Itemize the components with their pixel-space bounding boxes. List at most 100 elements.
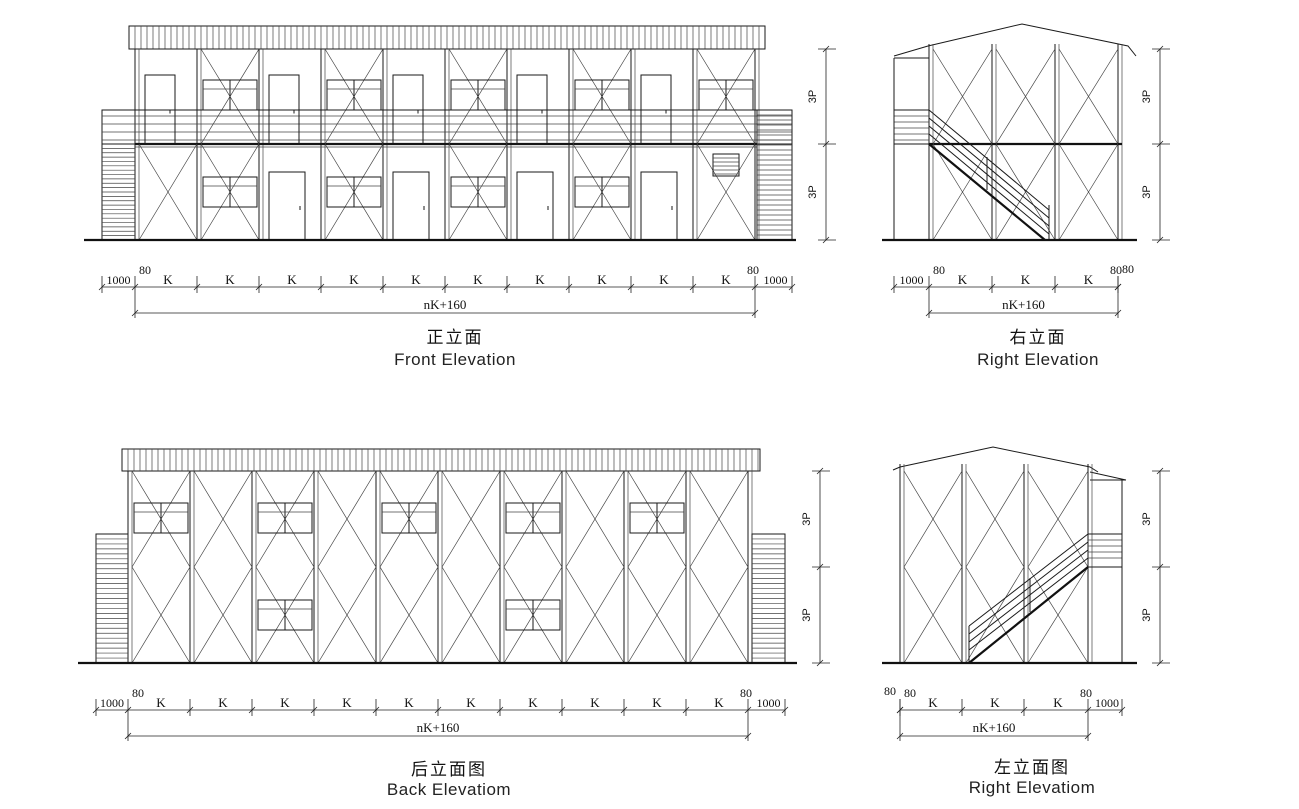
dimension-tick xyxy=(1084,706,1092,714)
bay-width-label: K xyxy=(342,695,352,710)
dimension-tick xyxy=(565,283,573,291)
dimension-tick xyxy=(248,706,256,714)
right-top-title-cn: 右立面 xyxy=(1010,328,1067,348)
post-width-label: 80 xyxy=(1122,262,1134,276)
dimension-tick xyxy=(925,283,933,291)
dimension-tick xyxy=(822,45,830,53)
balcony-railing xyxy=(101,109,793,145)
bay-width-label: K xyxy=(652,695,662,710)
dimension-tick xyxy=(816,467,824,475)
dimension-tick xyxy=(503,283,511,291)
right-bottom-title-en: Right Elevatiom xyxy=(969,778,1096,797)
bay-width-label: K xyxy=(928,695,938,710)
dimension-tick xyxy=(1156,45,1164,53)
dimension-tick xyxy=(131,283,139,291)
bay-width-label: K xyxy=(990,695,1000,710)
bay-width-label: K xyxy=(1021,272,1031,287)
cross-brace xyxy=(1058,48,1119,145)
cross-brace xyxy=(965,566,1025,664)
dimension-tick xyxy=(925,309,933,317)
door xyxy=(392,74,424,145)
dimension-tick xyxy=(1084,732,1092,740)
stair-stringer xyxy=(928,143,1046,241)
stair-stringer xyxy=(968,549,1089,643)
cross-brace xyxy=(627,566,687,664)
post-width-label: 80 xyxy=(740,686,752,700)
cross-brace xyxy=(995,143,1056,241)
post-width-label: 80 xyxy=(884,684,896,698)
roof-fascia xyxy=(121,448,761,472)
cross-brace xyxy=(689,566,749,664)
cross-brace xyxy=(441,566,501,664)
front-title-cn: 正立面 xyxy=(427,328,484,348)
cross-brace xyxy=(131,566,191,664)
dimension-tick xyxy=(1156,236,1164,244)
total-length-label: nK+160 xyxy=(1002,297,1045,312)
dimension-tick xyxy=(434,706,442,714)
dimension-tick xyxy=(92,706,100,714)
stair-stringer xyxy=(928,125,1050,227)
bay-width-label: K xyxy=(528,695,538,710)
stair-stringer xyxy=(968,566,1089,664)
total-length-label: nK+160 xyxy=(417,720,460,735)
cross-brace xyxy=(965,470,1025,568)
post-width-label: 80 xyxy=(1080,686,1092,700)
stair-stringer xyxy=(968,533,1089,627)
front-title-en: Front Elevation xyxy=(394,350,516,369)
dimension-tick xyxy=(310,706,318,714)
bay-width-label: K xyxy=(225,272,235,287)
cross-brace xyxy=(565,566,625,664)
stair-width-label: 1000 xyxy=(764,273,788,287)
cross-brace xyxy=(689,470,749,568)
bay-width-label: K xyxy=(473,272,483,287)
storey-height-label: 3P xyxy=(807,90,819,103)
post-width-label: 80 xyxy=(747,263,759,277)
cross-brace xyxy=(903,566,963,664)
cross-brace xyxy=(932,143,993,241)
bay-width-label: K xyxy=(590,695,600,710)
dimension-tick xyxy=(1118,706,1126,714)
bay-width-label: K xyxy=(1084,272,1094,287)
storey-height-label: 3P xyxy=(1141,608,1153,621)
cross-brace xyxy=(379,566,439,664)
dimension-tick xyxy=(317,283,325,291)
storey-height-label: 3P xyxy=(807,185,819,198)
bay-width-label: K xyxy=(958,272,968,287)
dimension-tick xyxy=(896,732,904,740)
dimension-tick xyxy=(1156,467,1164,475)
stair-stringer xyxy=(928,109,1050,211)
dimension-tick xyxy=(988,283,996,291)
dimension-tick xyxy=(1114,283,1122,291)
back-title-cn: 后立面图 xyxy=(411,760,487,780)
post-width-label: 80 xyxy=(1110,263,1122,277)
gable-roof xyxy=(892,446,1099,473)
canopy xyxy=(1089,471,1127,481)
bay-width-label: K xyxy=(535,272,545,287)
dimension-tick xyxy=(1020,706,1028,714)
dimension-tick xyxy=(379,283,387,291)
bay-width-label: K xyxy=(411,272,421,287)
stair-width-label: 1000 xyxy=(100,696,124,710)
post-width-label: 80 xyxy=(904,686,916,700)
right-bottom-title-cn: 左立面图 xyxy=(994,758,1070,778)
dimension-tick xyxy=(890,283,898,291)
stair-stringer xyxy=(928,117,1050,219)
dimension-tick xyxy=(186,706,194,714)
dimension-tick xyxy=(558,706,566,714)
bay-width-label: K xyxy=(714,695,724,710)
cross-brace xyxy=(903,470,963,568)
dimension-tick xyxy=(781,706,789,714)
dimension-tick xyxy=(98,283,106,291)
cross-brace xyxy=(995,48,1056,145)
bay-width-label: K xyxy=(404,695,414,710)
total-length-label: nK+160 xyxy=(424,297,467,312)
cross-brace xyxy=(193,470,253,568)
dimension-tick xyxy=(958,706,966,714)
storey-height-label: 3P xyxy=(1141,512,1153,525)
cross-brace xyxy=(932,48,993,145)
post-width-label: 80 xyxy=(132,686,144,700)
bay-width-label: K xyxy=(721,272,731,287)
